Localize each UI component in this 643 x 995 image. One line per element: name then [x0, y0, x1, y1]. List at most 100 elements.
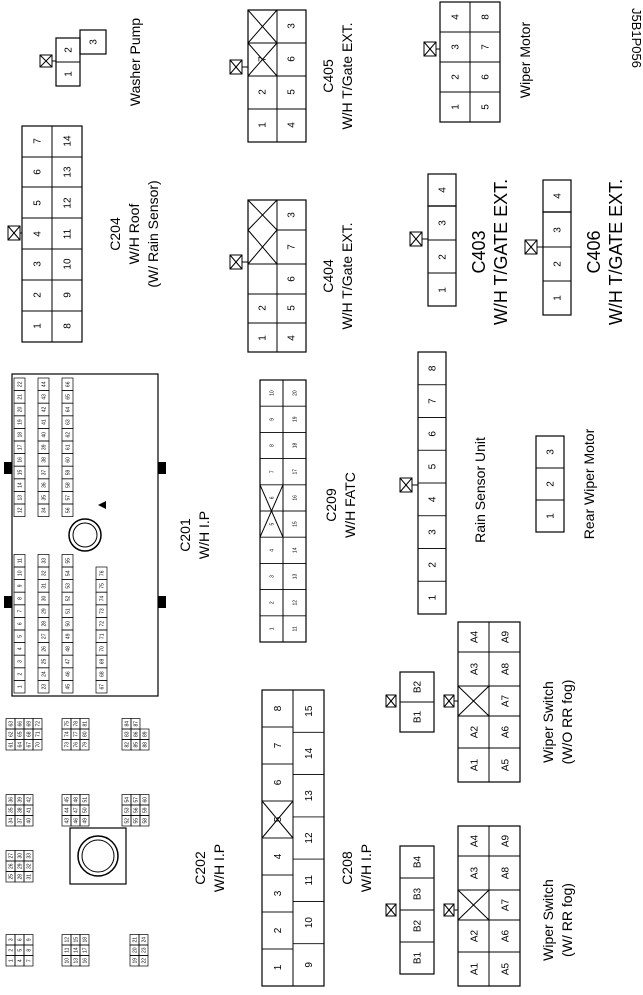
- c202-pin-label: 73: [64, 742, 70, 748]
- c201-pin: 59: [61, 465, 74, 480]
- c209-pin: 7: [259, 458, 284, 486]
- c202-pin: 40: [23, 815, 34, 827]
- wiper-switch-wo-pin: A6: [501, 725, 512, 738]
- c201-pin-label: 75: [99, 583, 105, 589]
- c201-pin: 50: [61, 617, 74, 631]
- c202-pin: 84: [121, 718, 132, 730]
- wiper-motor-pin: 8: [481, 14, 492, 20]
- c201-pin: 33: [37, 554, 50, 568]
- c201-pin: 8: [13, 591, 26, 606]
- c202-pin-label: 52: [124, 818, 130, 824]
- c201-pin-label: 68: [99, 671, 105, 677]
- c201-pin-label: 7: [17, 609, 23, 612]
- c201-pin: 29: [37, 604, 50, 618]
- c202-pin-label: 1: [8, 959, 14, 962]
- c202-pin: 60: [139, 794, 150, 806]
- c201-pin-label: 49: [65, 633, 71, 639]
- c405-pin: 4: [287, 122, 298, 128]
- washer-pump-pin: 1: [64, 71, 75, 77]
- c202-pin-label: 53: [124, 807, 130, 813]
- wiper-switch-wo-pin: B2: [413, 680, 424, 693]
- c202-pin: 38: [14, 804, 25, 816]
- c209-pin-label: 7: [269, 470, 275, 473]
- locking-tab-icon: [385, 903, 397, 917]
- c201-pin-label: 58: [65, 482, 71, 488]
- c202-pin: 15: [70, 934, 81, 946]
- c208-pin: 11: [292, 858, 325, 902]
- c204-connector: 1 2 3 4 5 6 7 8 9 10 11 12 13 14 C204 W/…: [7, 125, 161, 343]
- c201-pin-label: 62: [65, 432, 71, 438]
- c201-pin: 7: [13, 604, 26, 618]
- c201-pin-label: 21: [17, 394, 23, 400]
- c202-pin-label: 42: [26, 797, 32, 803]
- c201-pin-label: 3: [17, 660, 23, 663]
- rear-wiper-pin: 1: [546, 513, 557, 519]
- c201-pin: 75: [95, 579, 108, 593]
- c202-pin-label: 85: [133, 742, 139, 748]
- rear-wiper-pin: 3: [546, 449, 557, 455]
- c202-pin-label: 54: [124, 797, 130, 803]
- c202-pin: 46: [70, 815, 81, 827]
- c406-pin: 2: [553, 261, 564, 267]
- c204-pin: 14: [63, 135, 74, 147]
- c202-pin-label: 87: [133, 721, 139, 727]
- c202-pin: 9: [23, 934, 34, 946]
- c201-pin: 6: [13, 617, 26, 631]
- c405-connector: 1 2 3 4 5 6 7 8 C405 W/H T/Gate EXT.: [229, 9, 355, 143]
- c209-pin-label: 12: [292, 600, 298, 606]
- c202-pin: 19: [129, 955, 140, 967]
- c201-pin-label: 27: [41, 633, 47, 639]
- c201-pin-label: 43: [41, 394, 47, 400]
- c201-pin-label: 23: [41, 684, 47, 690]
- c201-pin: 14: [13, 478, 26, 492]
- c201-pin: 23: [37, 680, 50, 694]
- c204-label: C204: [107, 217, 123, 251]
- c202-pin: 48: [70, 794, 81, 806]
- wiper-switch-w-pin: A2: [470, 929, 481, 942]
- c202-pin: 27: [5, 850, 16, 862]
- c202-pin: 53: [121, 804, 132, 816]
- wiper-motor-connector: 1 2 3 4 5 6 7 8 Wiper Motor: [423, 1, 533, 123]
- rain-sensor-pin-label: 2: [428, 562, 439, 568]
- c202-pin-label: 27: [8, 853, 14, 859]
- c201-pin-label: 64: [65, 407, 71, 413]
- c202-pin-label: 19: [132, 958, 138, 964]
- c202-pin-label: 83: [124, 731, 130, 737]
- c201-pin: 68: [95, 667, 108, 681]
- c202-pin-label: 32: [26, 863, 32, 869]
- c201-pin-label: 37: [41, 470, 47, 476]
- c209-pin: 14: [282, 536, 307, 564]
- c202-pin: 85: [130, 739, 141, 751]
- c403-label: C403: [469, 230, 489, 273]
- c201-pin-label: 25: [41, 659, 47, 665]
- c202-pin-label: 10: [64, 958, 70, 964]
- rear-wiper-pin: 2: [546, 481, 557, 487]
- c208-label: W/H I.P: [358, 844, 374, 892]
- c202-pin: 24: [138, 934, 149, 946]
- c202-pin: 88: [139, 739, 150, 751]
- wiper-motor-pin: 2: [451, 74, 462, 80]
- c201-pin: 65: [61, 390, 74, 404]
- c201-pin: 16: [13, 453, 26, 467]
- c201-pin: 17: [13, 440, 26, 454]
- c202-pin-label: 16: [82, 958, 88, 964]
- locking-tab-icon: [409, 231, 428, 247]
- c202-pin-label: 5: [17, 949, 23, 952]
- c202-pin-label: 41: [26, 807, 32, 813]
- c202-pin: 11: [61, 944, 72, 956]
- c201-pin: 28: [37, 617, 50, 631]
- c202-pin-label: 28: [17, 874, 23, 880]
- c403-pin: 1: [438, 287, 449, 293]
- wiper-switch-wo-pin: B1: [413, 710, 424, 723]
- c209-pin: 4: [259, 536, 284, 564]
- c201-pin-label: 61: [65, 444, 71, 450]
- rain-sensor-pin-label: 8: [428, 365, 439, 371]
- locking-tab-icon: [39, 54, 56, 68]
- c202-pin: 39: [14, 794, 25, 806]
- c202-pin-label: 47: [73, 807, 79, 813]
- c202-pin-label: 50: [82, 807, 88, 813]
- wiper-switch-w-rr-fog-connector: B1 B2 B3 B4 A1 A2 A3 A4 A5 A6 A7 A8 A9 W…: [385, 825, 575, 987]
